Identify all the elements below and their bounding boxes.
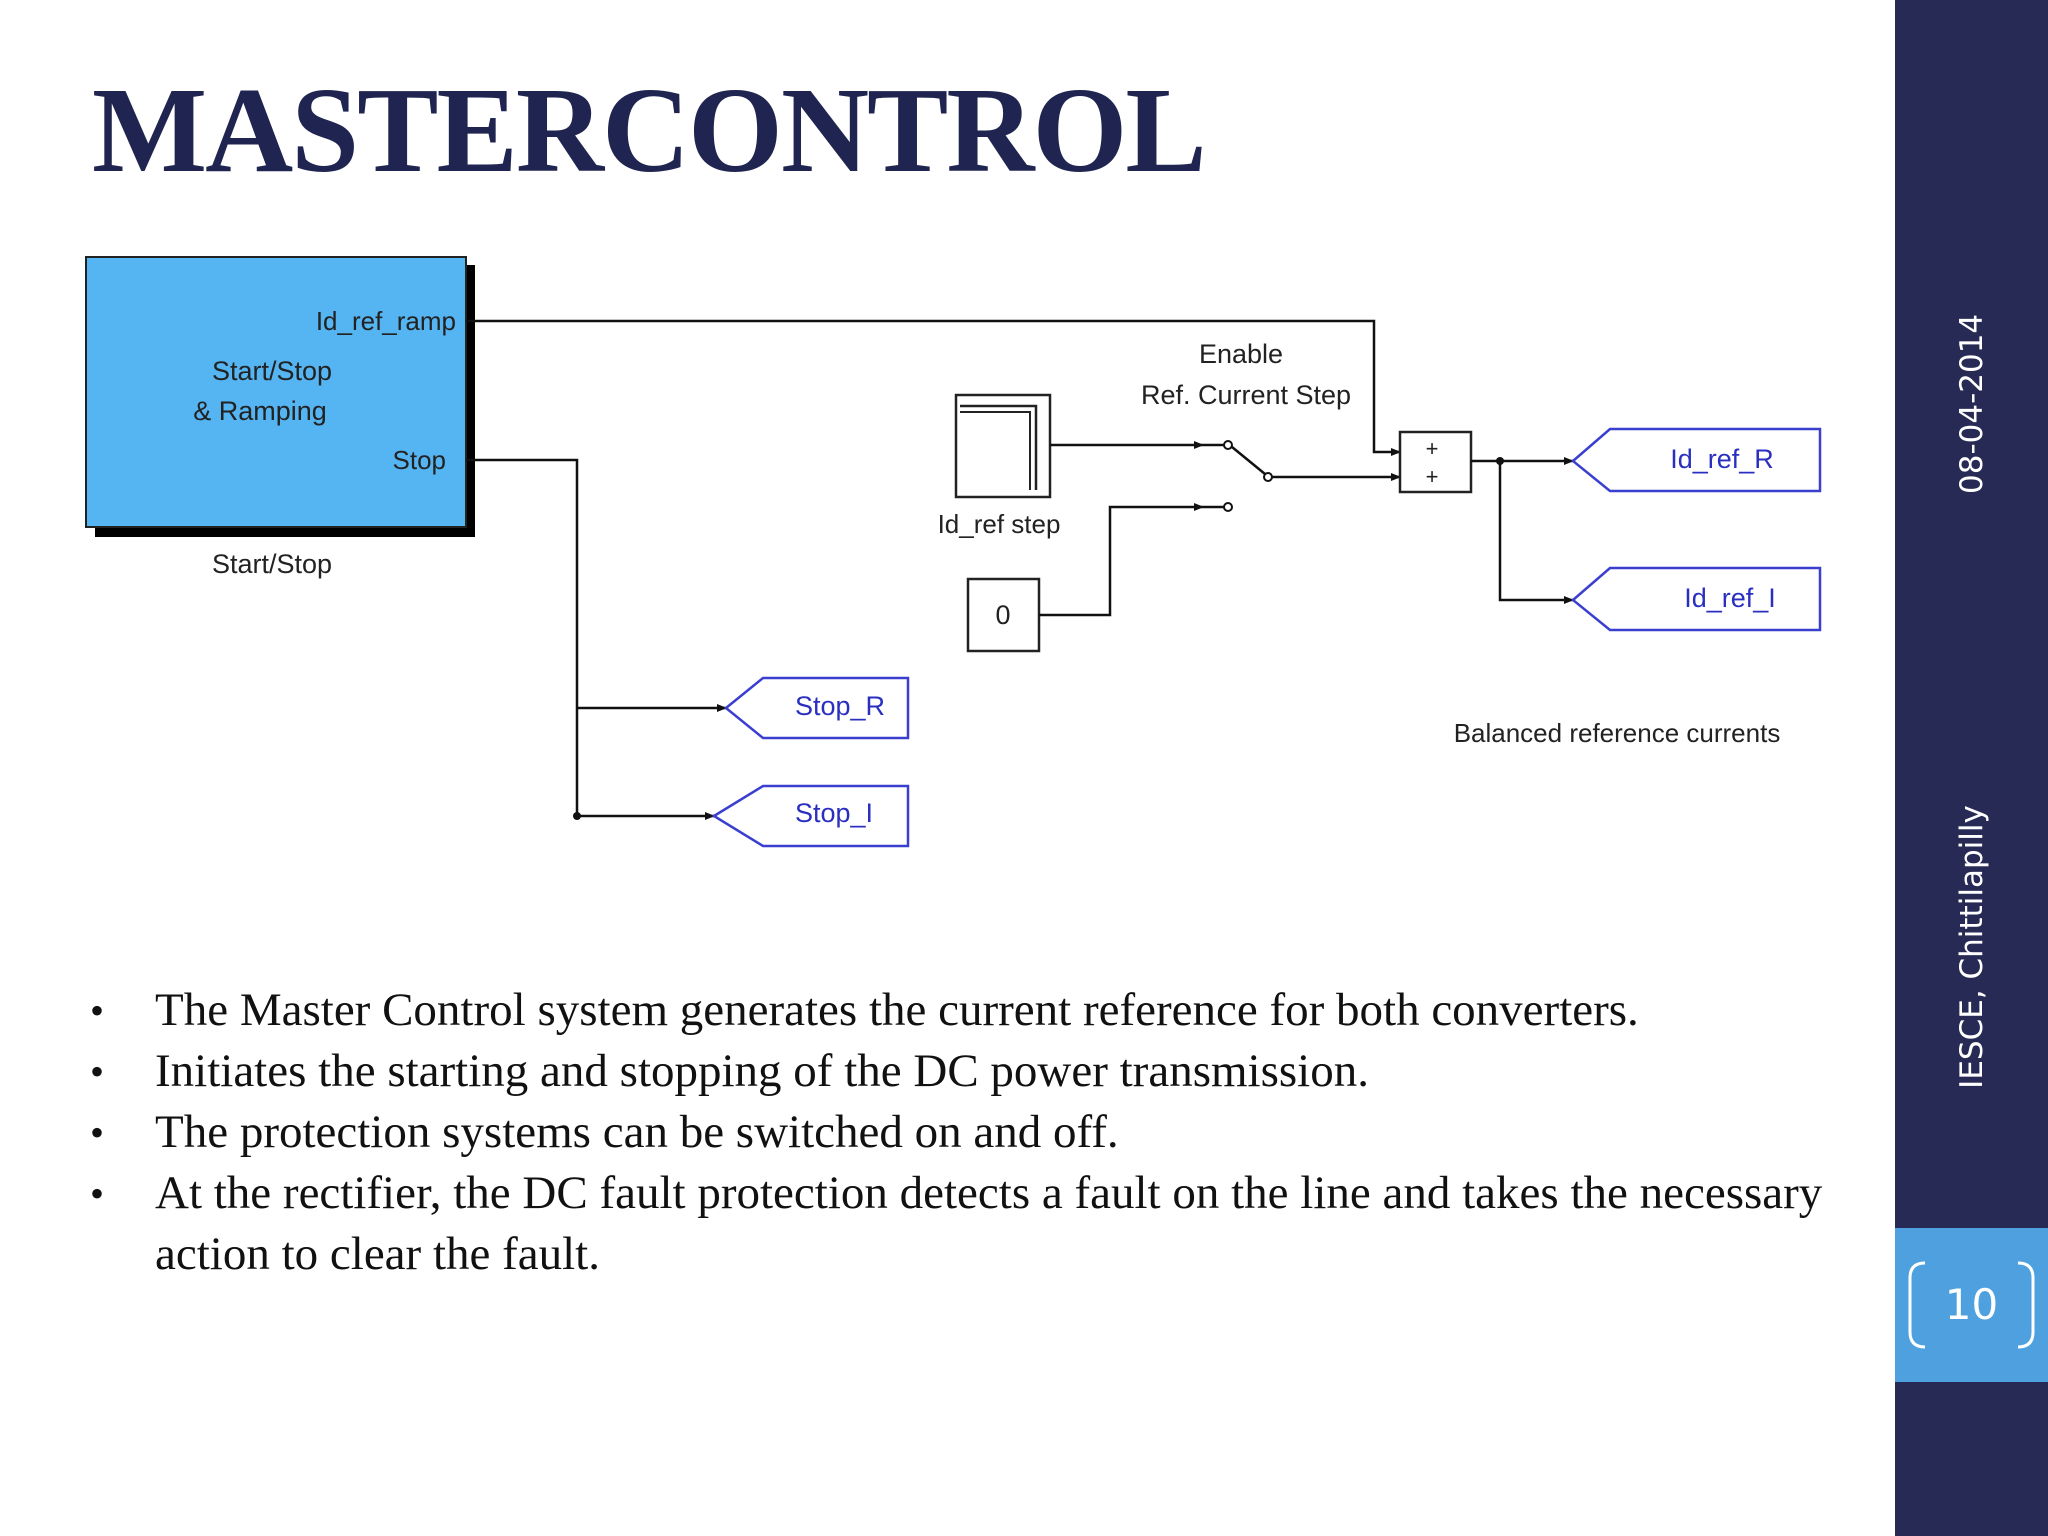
step-block-caption: Id_ref step — [938, 509, 1061, 539]
sum-sign-1: + — [1426, 436, 1439, 461]
id-ref-step-block[interactable] — [954, 393, 1052, 499]
port-ramp-label: Id_ref_ramp — [316, 306, 456, 336]
tag-label: Stop_R — [795, 691, 885, 721]
block-label-line2: & Ramping — [193, 396, 327, 426]
page-number-box: 10 — [1895, 1228, 2048, 1382]
balanced-currents-annotation: Balanced reference currents — [1454, 718, 1781, 748]
bullet-list: The Master Control system generates the … — [90, 980, 1850, 1285]
constant-value: 0 — [995, 600, 1010, 630]
page-number: 10 — [1944, 1280, 1999, 1329]
goto-tag-stop-r[interactable]: Stop_R — [724, 676, 910, 740]
block-caption: Start/Stop — [212, 549, 332, 579]
tag-label: Id_ref_R — [1670, 444, 1774, 474]
start-stop-block[interactable]: Start/Stop & Ramping Id_ref_ramp Stop — [85, 256, 475, 537]
tag-label: Id_ref_I — [1684, 583, 1776, 613]
wire-sum-branch — [1498, 461, 1574, 604]
slide-date: 08-04-2014 — [1954, 313, 1990, 494]
wire-branch-dot — [573, 812, 581, 820]
bullet-item: The Master Control system generates the … — [90, 980, 1850, 1041]
page-brackets-icon — [1908, 1261, 2035, 1349]
enable-switch[interactable] — [1203, 440, 1273, 512]
slide-title: MASTERCONTROL — [92, 63, 1207, 198]
sum-sign-2: + — [1426, 464, 1439, 489]
wire-ramp — [466, 319, 1401, 456]
goto-tag-id-ref-r[interactable]: Id_ref_R — [1571, 427, 1822, 493]
switch-label-line2: Ref. Current Step — [1141, 380, 1351, 410]
switch-label-line1: Enable — [1199, 339, 1283, 369]
slide-author: IESCE, Chittilapilly — [1954, 805, 1990, 1089]
tag-label: Stop_I — [795, 798, 873, 828]
port-stop-label: Stop — [393, 445, 447, 475]
goto-tag-stop-i[interactable]: Stop_I — [711, 784, 910, 848]
wire-stop — [466, 458, 579, 816]
sum-branch-dot — [1496, 457, 1504, 465]
block-label-line1: Start/Stop — [212, 356, 332, 386]
master-control-diagram: Start/Stop & Ramping Id_ref_ramp Stop St… — [85, 256, 1822, 848]
bullet-item: The protection systems can be switched o… — [90, 1102, 1850, 1163]
bullet-item: At the rectifier, the DC fault protectio… — [90, 1163, 1850, 1285]
wire-const-out — [1039, 503, 1204, 617]
bullet-item: Initiates the starting and stopping of t… — [90, 1041, 1850, 1102]
sum-block[interactable]: + + — [1398, 430, 1473, 494]
constant-block[interactable]: 0 — [966, 577, 1041, 653]
goto-tag-id-ref-i[interactable]: Id_ref_I — [1571, 566, 1822, 632]
